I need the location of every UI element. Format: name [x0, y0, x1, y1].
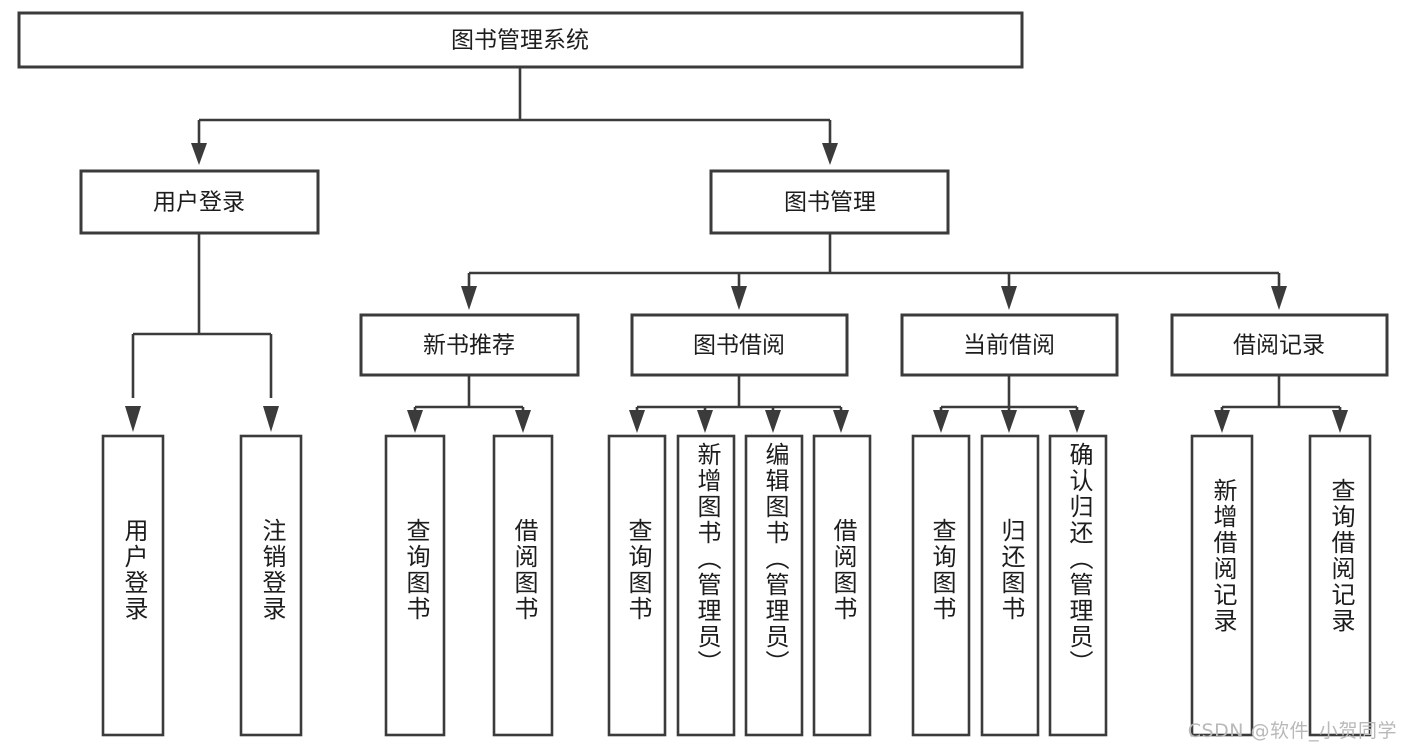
connector-bookmgmt-to-level3: [461, 233, 1287, 310]
leaf-box-query-record[interactable]: [1308, 434, 1372, 737]
node-book-management[interactable]: 图书管理: [709, 169, 950, 235]
node-current-borrow-label: 当前借阅: [963, 333, 1055, 359]
leaf-box-return-book[interactable]: [980, 434, 1040, 737]
connector-currentborrow-to-leaves: [933, 375, 1085, 433]
node-book-management-label: 图书管理: [784, 190, 876, 216]
node-user-login-label: 用户登录: [153, 190, 245, 216]
node-borrow-record-label: 借阅记录: [1233, 333, 1325, 359]
node-book-borrow-label: 图书借阅: [693, 333, 785, 359]
leaf-box-edit-book[interactable]: [744, 434, 804, 737]
connector-borrowrecord-to-leaves: [1214, 375, 1348, 433]
csdn-watermark: CSDN @软件_小贺同学: [1187, 720, 1397, 742]
connector-userlogin-to-leaves: [125, 233, 279, 432]
node-new-book-recommend-label: 新书推荐: [423, 333, 515, 359]
leaf-box-add-record[interactable]: [1190, 434, 1254, 737]
connector-root-to-level2: [191, 67, 838, 165]
leaf-box-query-book-3[interactable]: [911, 434, 971, 737]
leaf-box-borrow-book-1[interactable]: [492, 434, 554, 737]
leaf-box-query-book-1[interactable]: [384, 434, 446, 737]
node-user-login[interactable]: 用户登录: [79, 169, 320, 235]
leaf-box-query-book-2[interactable]: [607, 434, 667, 737]
node-current-borrow[interactable]: 当前借阅: [900, 313, 1119, 377]
node-book-borrow[interactable]: 图书借阅: [630, 313, 849, 377]
node-new-book-recommend[interactable]: 新书推荐: [359, 313, 580, 377]
connector-newbook-to-leaves: [407, 375, 531, 433]
node-root[interactable]: 图书管理系统: [17, 11, 1024, 69]
leaf-box-user-logout[interactable]: [239, 434, 303, 737]
connector-bookborrow-to-leaves: [629, 375, 849, 433]
leaf-box-confirm-return[interactable]: [1048, 434, 1108, 737]
leaf-box-add-book[interactable]: [676, 434, 736, 737]
leaf-box-borrow-book-2[interactable]: [812, 434, 872, 737]
leaf-box-user-login[interactable]: [101, 434, 165, 737]
node-borrow-record[interactable]: 借阅记录: [1170, 313, 1389, 377]
node-root-label: 图书管理系统: [451, 28, 589, 54]
